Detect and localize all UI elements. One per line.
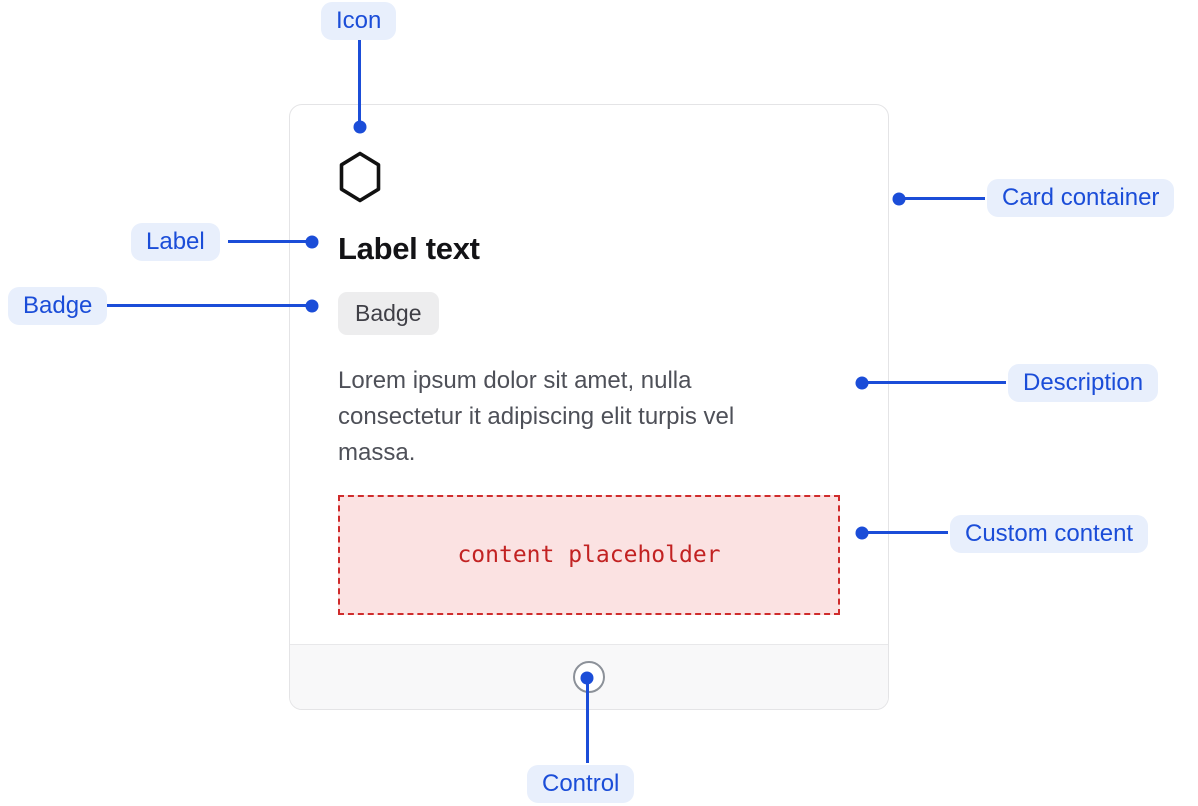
annotation-dot: [353, 120, 367, 134]
annotation-pill-label: Label: [131, 223, 220, 261]
annotation-line: [899, 197, 985, 200]
control-button[interactable]: [573, 661, 605, 693]
annotation-pill-custom-content: Custom content: [950, 515, 1149, 553]
card-container: Label text Badge Lorem ipsum dolor sit a…: [289, 104, 889, 710]
annotation-dot: [580, 671, 594, 685]
card-badge: Badge: [338, 292, 439, 335]
annotation-dot: [892, 192, 906, 206]
annotation-pill-control: Control: [527, 765, 635, 803]
card-description-line: massa.: [338, 439, 416, 466]
placeholder-text: content placeholder: [457, 542, 721, 568]
card-body: Label text Badge Lorem ipsum dolor sit a…: [290, 105, 888, 644]
annotation-dot: [305, 235, 319, 249]
card-description-line: consectetur it adipiscing elit turpis ve…: [338, 403, 735, 430]
card-description: Lorem ipsum dolor sit amet, nulla consec…: [338, 363, 840, 471]
annotation-line: [862, 381, 1006, 384]
annotation-line: [228, 240, 312, 243]
annotation-pill-description: Description: [1008, 364, 1159, 402]
annotation-pill-card-container: Card container: [987, 179, 1175, 217]
annotation-dot: [855, 526, 869, 540]
annotation-line: [586, 678, 589, 763]
annotation-pill-badge: Badge: [8, 287, 108, 325]
annotation-line: [358, 40, 361, 127]
card-description-line: Lorem ipsum dolor sit amet, nulla: [338, 367, 692, 394]
annotation-dot: [305, 299, 319, 313]
custom-content-placeholder: content placeholder: [338, 495, 840, 615]
annotation-line: [104, 304, 312, 307]
annotation-pill-icon: Icon: [321, 2, 397, 40]
annotation-dot: [855, 376, 869, 390]
hexagon-icon: [338, 151, 840, 208]
card-label: Label text: [338, 231, 480, 266]
annotation-line: [862, 531, 948, 534]
